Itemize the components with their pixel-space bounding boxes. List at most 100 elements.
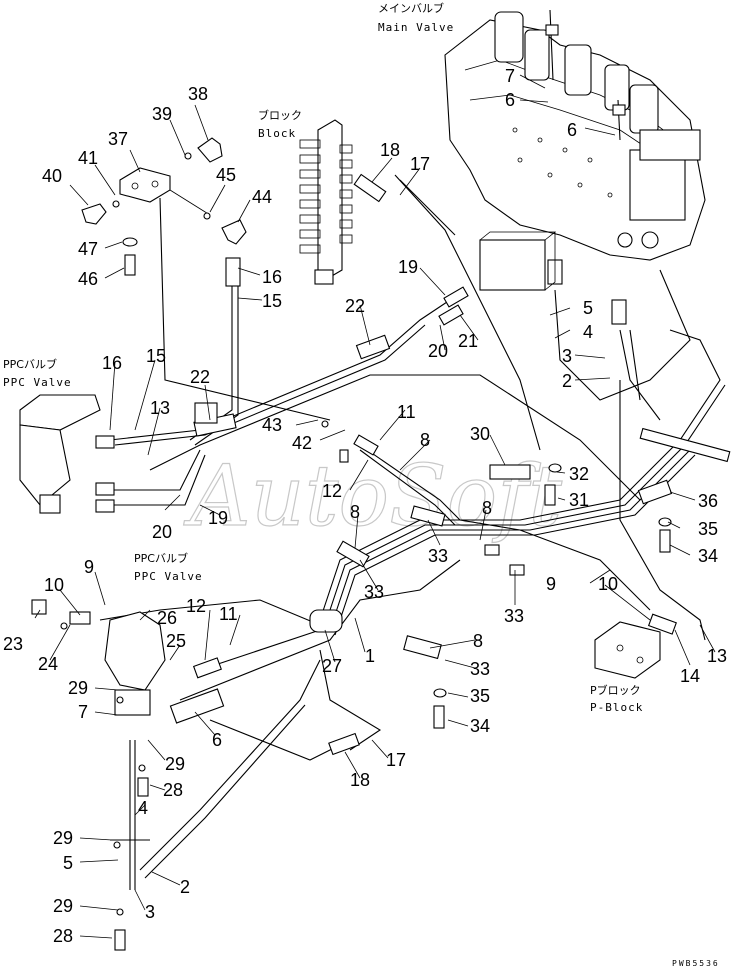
callout-8-right: 8: [482, 498, 492, 518]
callout-43: 43: [262, 415, 282, 435]
callout-32: 32: [569, 464, 589, 484]
hose-fittings: [31, 173, 677, 951]
callout-29-b: 29: [165, 754, 185, 774]
callout-1: 1: [365, 646, 375, 666]
callout-15-top: 15: [262, 291, 282, 311]
callout-22-left: 22: [190, 367, 210, 387]
callout-31: 31: [569, 490, 589, 510]
callout-21: 21: [458, 331, 478, 351]
callout-38: 38: [188, 84, 208, 104]
callout-9-left: 9: [84, 557, 94, 577]
elbow-fitting-38: [197, 137, 223, 163]
callout-33-mid: 33: [428, 546, 448, 566]
callout-7-lower: 7: [78, 702, 88, 722]
callout-24: 24: [38, 654, 58, 674]
ppc-valve-left-label-en: PPC Valve: [3, 376, 72, 389]
callout-4-lower: 4: [138, 798, 148, 818]
callout-16-left: 16: [102, 353, 122, 373]
main-valve: [444, 9, 706, 325]
callout-19-left: 19: [208, 508, 228, 528]
callout-18-top: 18: [380, 140, 400, 160]
callout-47: 47: [78, 239, 98, 259]
watermark: AutoSoft: [183, 447, 562, 545]
p-block: [594, 621, 661, 679]
callout-14: 14: [680, 666, 700, 686]
clamps: [169, 334, 731, 724]
callout-16-top: 16: [262, 267, 282, 287]
callout-35-lower: 35: [470, 686, 490, 706]
main-valve-label-en: Main Valve: [378, 21, 454, 34]
callout-28-upper: 28: [163, 780, 183, 800]
callout-35-top: 35: [698, 519, 718, 539]
callout-29-d: 29: [53, 896, 73, 916]
callout-36: 36: [698, 491, 718, 511]
callout-8-lower: 8: [473, 631, 483, 651]
callout-8-top: 8: [420, 430, 430, 450]
callout-29-a: 29: [68, 678, 88, 698]
callout-25: 25: [166, 631, 186, 651]
ppc-valve-center: [104, 611, 166, 716]
elbow-fitting-40: [81, 203, 107, 225]
callout-numbers: 38 39 37 41 40 45 44 47 46 18 17 16 15 7…: [3, 66, 727, 946]
callout-20-top: 20: [428, 341, 448, 361]
callout-13-right: 13: [707, 646, 727, 666]
p-block-label-jp: Pブロック: [590, 683, 641, 697]
callout-26: 26: [157, 608, 177, 628]
callout-30: 30: [470, 424, 490, 444]
callout-34-top: 34: [698, 546, 718, 566]
callout-18-lower: 18: [350, 770, 370, 790]
p-block-label-en: P-Block: [590, 701, 643, 714]
callout-5-lower: 5: [63, 853, 73, 873]
callout-2-right: 2: [562, 371, 572, 391]
callout-3-lower: 3: [145, 902, 155, 922]
leader-lines: [34, 74, 716, 939]
callout-2-lower: 2: [180, 877, 190, 897]
callout-17-lower: 17: [386, 750, 406, 770]
callout-28-lower: 28: [53, 926, 73, 946]
callout-37: 37: [108, 129, 128, 149]
valve-block: [479, 239, 546, 291]
callout-44: 44: [252, 187, 272, 207]
callout-34-lower: 34: [470, 716, 490, 736]
block-label-en: Block: [258, 127, 296, 140]
callout-29-c: 29: [53, 828, 73, 848]
callout-40: 40: [42, 166, 62, 186]
bolt-46: [124, 254, 136, 276]
ppc-valve-left: [19, 394, 101, 514]
callout-46: 46: [78, 269, 98, 289]
callout-5-right: 5: [583, 298, 593, 318]
callout-3-right: 3: [562, 346, 572, 366]
callout-12-center: 12: [186, 596, 206, 616]
callout-6-right: 6: [567, 120, 577, 140]
callout-4-right: 4: [583, 322, 593, 342]
callout-42: 42: [292, 433, 312, 453]
callout-9-right: 9: [546, 574, 556, 594]
washer-47: [122, 237, 138, 247]
callout-39: 39: [152, 104, 172, 124]
callout-33-lower: 33: [470, 659, 490, 679]
callout-45: 45: [216, 165, 236, 185]
callout-10-right: 10: [598, 574, 618, 594]
callout-11-top: 11: [397, 402, 416, 422]
tee-fitting-44: [221, 219, 247, 245]
callout-12-top: 12: [322, 481, 342, 501]
callout-33-left: 33: [364, 582, 384, 602]
callout-11-center: 11: [219, 604, 238, 624]
callout-22-top: 22: [345, 296, 365, 316]
callout-6-lower: 6: [212, 730, 222, 750]
callout-13-left: 13: [150, 398, 170, 418]
block-label-jp: ブロック: [258, 108, 302, 122]
callout-8-mid: 8: [350, 502, 360, 522]
callout-15-left: 15: [146, 346, 166, 366]
callout-10-left: 10: [44, 575, 64, 595]
callout-6-top: 6: [505, 90, 515, 110]
callout-23: 23: [3, 634, 23, 654]
hose-lines: [99, 174, 726, 890]
callout-33-right: 33: [504, 606, 524, 626]
small-dots: [60, 152, 329, 916]
callout-19-top: 19: [398, 257, 418, 277]
drawing-code: PWB5536: [672, 959, 720, 968]
callout-41: 41: [78, 148, 98, 168]
main-valve-label-jp: メインバルブ: [378, 1, 444, 15]
